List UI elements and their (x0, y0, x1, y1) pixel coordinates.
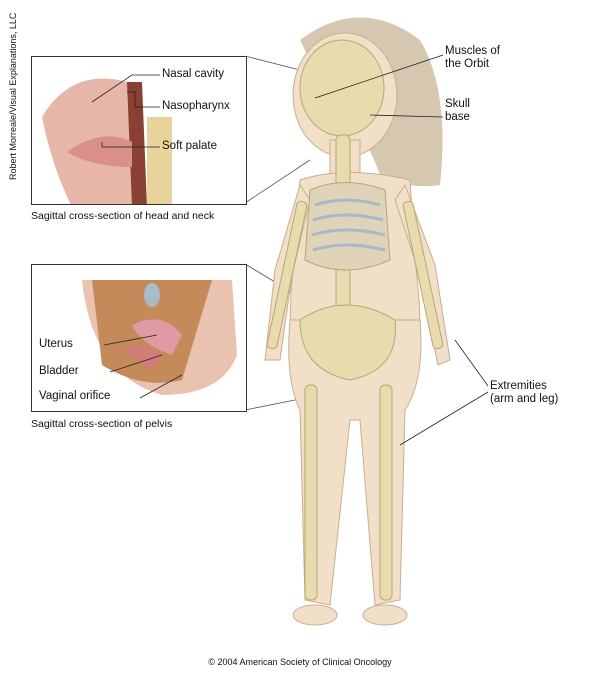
label-vaginal-orifice: Vaginal orifice (39, 390, 111, 402)
label-nasopharynx: Nasopharynx (162, 100, 230, 112)
label-line: (arm and leg) (490, 393, 559, 405)
label-line: Skull (445, 98, 470, 110)
head-cross-section-illustration (42, 74, 172, 204)
label-extremities: Extremities (arm and leg) (490, 380, 558, 406)
illustrator-credit: Robert Morreale/Visual Explanations, LLC (8, 12, 18, 180)
label-skull-base: Skull base (445, 98, 470, 124)
label-soft-palate: Soft palate (162, 140, 217, 152)
label-bladder: Bladder (39, 365, 79, 377)
head-neck-inset: Nasal cavity Nasopharynx Soft palate (31, 56, 247, 205)
pelvis-inset-caption: Sagittal cross-section of pelvis (31, 418, 173, 430)
leader-lines (314, 54, 489, 446)
label-line: the Orbit (445, 58, 490, 70)
head-inset-caption: Sagittal cross-section of head and neck (31, 210, 215, 222)
pelvis-inset: Uterus Bladder Vaginal orifice (31, 264, 247, 412)
copyright: © 2004 American Society of Clinical Onco… (208, 657, 392, 667)
label-line: base (445, 111, 470, 123)
label-muscles-of-orbit: Muscles of the Orbit (445, 45, 500, 71)
ribs (311, 198, 386, 252)
label-line: Muscles of (445, 45, 500, 57)
label-uterus: Uterus (39, 338, 73, 350)
label-nasal-cavity: Nasal cavity (162, 68, 224, 80)
label-line: Extremities (490, 380, 547, 392)
pelvis-cross-section-illustration (82, 280, 237, 399)
